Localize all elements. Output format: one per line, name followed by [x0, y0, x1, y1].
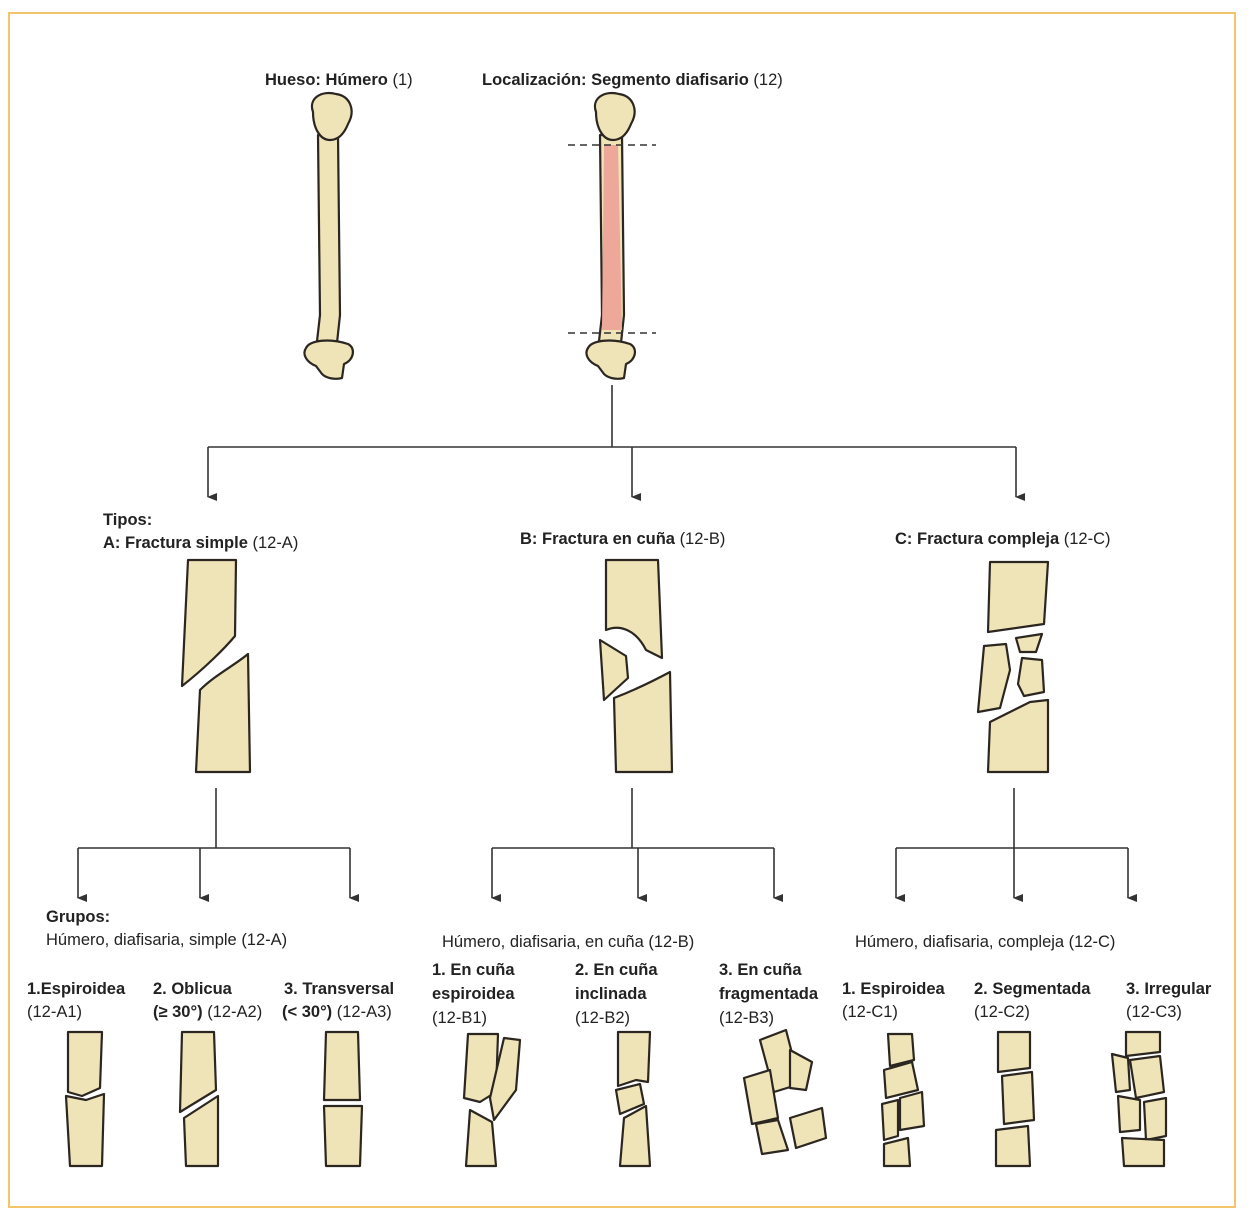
group-a1-code: (12-A1)	[27, 1000, 82, 1024]
types-title: Tipos:	[103, 508, 152, 532]
group-a3-code: (< 30°) (12-A3)	[282, 1000, 392, 1024]
groups-b-description: Húmero, diafisaria, en cuña (12-B)	[442, 930, 694, 954]
humerus-whole-illustration	[304, 93, 352, 379]
group-b3-code: (12-B3)	[719, 1006, 774, 1030]
group-a3-label: 3. Transversal	[284, 977, 394, 1001]
c1-spiral-complex-illustration	[882, 1034, 924, 1166]
group-b2-label: 2. En cuña	[575, 958, 658, 982]
group-a2-label: 2. Oblicua	[153, 977, 232, 1001]
group-b2-code: (12-B2)	[575, 1006, 630, 1030]
type-b-label: B: Fractura en cuña (12-B)	[520, 527, 725, 551]
group-c1-label: 1. Espiroidea	[842, 977, 945, 1001]
group-c2-label: 2. Segmentada	[974, 977, 1090, 1001]
type-c-fracture-illustration	[978, 562, 1048, 772]
c2-segmental-illustration	[996, 1032, 1034, 1166]
group-b1-label: 1. En cuña	[432, 958, 515, 982]
groups-c-description: Húmero, diafisaria, compleja (12-C)	[855, 930, 1115, 954]
type-c-label: C: Fractura compleja (12-C)	[895, 527, 1111, 551]
group-c2-code: (12-C2)	[974, 1000, 1030, 1024]
group-b2-label-2: inclinada	[575, 982, 647, 1006]
groups-title: Grupos:	[46, 905, 110, 929]
group-b1-label-2: espiroidea	[432, 982, 515, 1006]
location-label: Localización: Segmento diafisario (12)	[482, 68, 783, 92]
a3-transverse-illustration	[324, 1032, 362, 1166]
groups-a-description: Húmero, diafisaria, simple (12-A)	[46, 928, 287, 952]
group-c3-code: (12-C3)	[1126, 1000, 1182, 1024]
b3-fragmented-wedge-illustration	[744, 1030, 826, 1154]
group-a2-code: (≥ 30°) (12-A2)	[153, 1000, 262, 1024]
group-c3-label: 3. Irregular	[1126, 977, 1211, 1001]
a2-oblique-illustration	[180, 1032, 218, 1166]
group-c1-code: (12-C1)	[842, 1000, 898, 1024]
group-b3-label: 3. En cuña	[719, 958, 802, 982]
a1-spiral-illustration	[66, 1032, 104, 1166]
b1-spiral-wedge-illustration	[464, 1034, 520, 1166]
type-a-label: A: Fractura simple (12-A)	[103, 531, 298, 555]
group-b3-label-2: fragmentada	[719, 982, 818, 1006]
type-a-fracture-illustration	[182, 560, 250, 772]
group-a1-label: 1.Espiroidea	[27, 977, 125, 1001]
type-b-fracture-illustration	[600, 560, 672, 772]
group-b1-code: (12-B1)	[432, 1006, 487, 1030]
humerus-diaphysis-illustration	[586, 93, 634, 379]
bone-label: Hueso: Húmero (1)	[265, 68, 413, 92]
c3-irregular-illustration	[1112, 1032, 1166, 1166]
b2-inclined-wedge-illustration	[616, 1032, 650, 1166]
